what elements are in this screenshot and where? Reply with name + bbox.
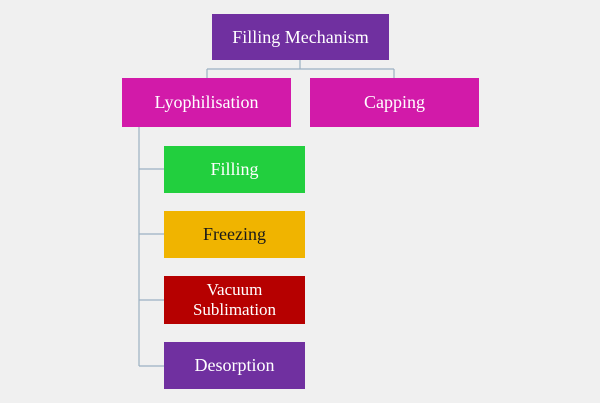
node-vacuum-sublimation: Vacuum Sublimation [164, 276, 305, 324]
node-filling-label: Filling [210, 159, 259, 180]
node-vacuum-sublimation-label-line2: Sublimation [192, 300, 277, 319]
node-filling-mechanism: Filling Mechanism [212, 14, 389, 60]
node-lyophilisation: Lyophilisation [122, 78, 291, 127]
node-desorption: Desorption [164, 342, 305, 389]
node-capping-label: Capping [364, 92, 425, 113]
node-desorption-label: Desorption [194, 355, 275, 376]
node-vacuum-sublimation-label-line1: Vacuum [206, 280, 263, 300]
node-freezing-label: Freezing [203, 224, 266, 245]
node-filling: Filling [164, 146, 305, 193]
node-capping: Capping [310, 78, 479, 127]
node-lyophilisation-label: Lyophilisation [154, 92, 259, 113]
node-filling-mechanism-label: Filling Mechanism [232, 26, 369, 47]
node-freezing: Freezing [164, 211, 305, 258]
